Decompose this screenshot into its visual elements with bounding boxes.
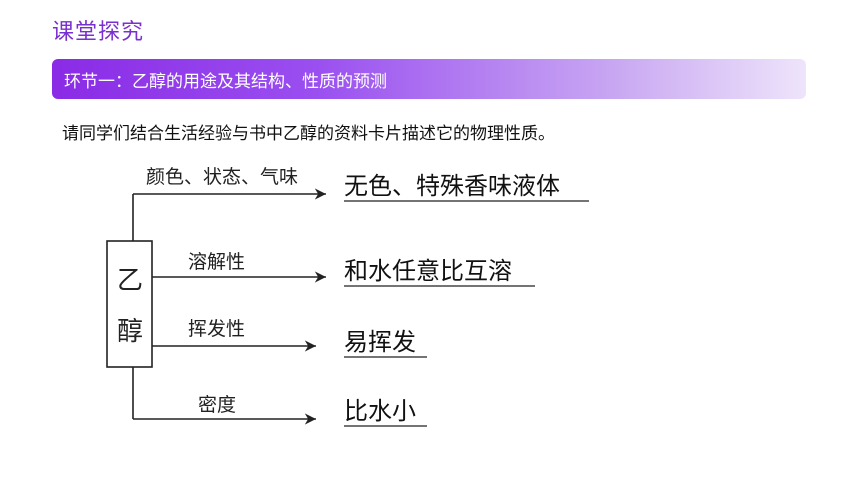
- branch-value-solubility: 和水任意比互溶: [344, 257, 512, 285]
- branch-label-density: 密度: [198, 394, 236, 416]
- subject-box: [106, 240, 153, 368]
- branch-label-color-state-odor: 颜色、状态、气味: [146, 166, 298, 188]
- subject-char-1: 乙: [117, 266, 143, 296]
- branch-value-volatility: 易挥发: [344, 328, 416, 356]
- branch-label-solubility: 溶解性: [188, 251, 245, 273]
- intro-text: 请同学们结合生活经验与书中乙醇的资料卡片描述它的物理性质。: [62, 124, 555, 144]
- section-banner: 环节一：乙醇的用途及其结构、性质的预测: [52, 59, 806, 99]
- section-title: 课堂探究: [52, 20, 145, 45]
- branch-value-color-state-odor: 无色、特殊香味液体: [344, 172, 560, 200]
- subject-char-2: 醇: [117, 317, 143, 347]
- branch-label-volatility: 挥发性: [188, 318, 245, 340]
- banner-text: 环节一：乙醇的用途及其结构、性质的预测: [64, 72, 387, 92]
- branch-value-density: 比水小: [344, 397, 416, 425]
